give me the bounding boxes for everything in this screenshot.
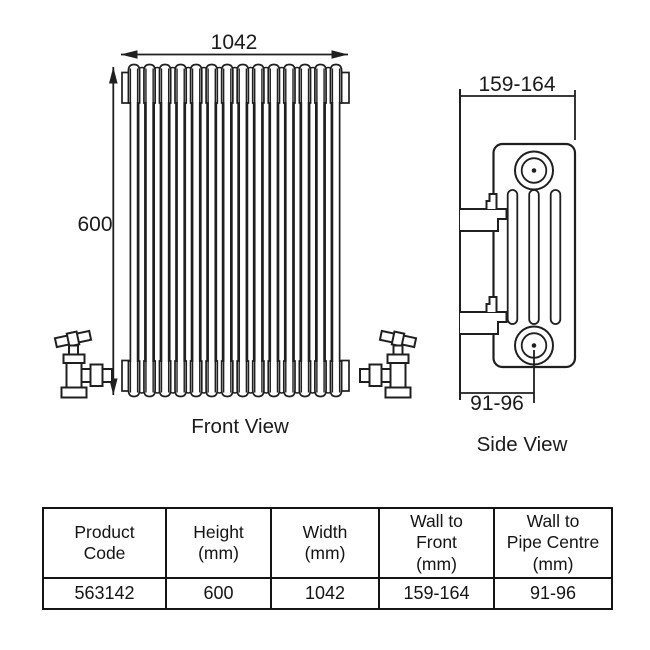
radiator-front-body xyxy=(121,63,350,398)
end-cap xyxy=(340,359,350,392)
back-tube xyxy=(293,66,302,394)
radiator-section xyxy=(174,63,188,398)
side-column-slots xyxy=(506,189,562,325)
radiator-section xyxy=(314,63,327,398)
height-dimension: 600 xyxy=(77,67,118,395)
width-dimension: 1042 xyxy=(121,31,348,59)
section-collar-lines xyxy=(129,68,139,393)
bracket-arm xyxy=(460,311,508,335)
valve-right-foot xyxy=(384,386,412,399)
radiator-section xyxy=(236,63,250,398)
end-cap xyxy=(340,71,350,104)
side-column-slot xyxy=(528,189,540,325)
width-dimension-label: 1042 xyxy=(211,31,258,54)
valve-right-icon xyxy=(359,329,418,399)
arrowhead-left-icon xyxy=(121,50,138,59)
side-column-slot xyxy=(549,189,562,325)
radiator-section xyxy=(298,63,312,398)
depth-dimension-label: 159-164 xyxy=(478,73,555,96)
radiator-section xyxy=(143,63,156,398)
section-collar-lines xyxy=(238,68,248,393)
radiator-section xyxy=(220,63,234,398)
valve-right-outlet xyxy=(380,368,392,383)
valve-left-icon xyxy=(53,329,113,399)
arrowhead-right-icon xyxy=(331,50,348,59)
pipe-centre-label: 91-96 xyxy=(470,392,524,415)
back-tube xyxy=(168,66,177,394)
section-collar-lines xyxy=(145,68,154,393)
cell-width: 1042 xyxy=(270,577,380,610)
back-tube xyxy=(153,66,162,394)
bracket-hook xyxy=(485,193,498,209)
back-tube xyxy=(262,66,270,394)
valve-right-handle xyxy=(378,329,418,349)
section-collar-lines xyxy=(300,68,310,393)
back-tube xyxy=(215,66,224,394)
valve-right-pipe xyxy=(359,368,371,383)
depth-dimension: 159-164 xyxy=(460,73,576,140)
valve-left-handle xyxy=(53,329,93,349)
section-collar-lines xyxy=(176,68,185,393)
valve-right-nut xyxy=(368,363,383,387)
section-collar-lines xyxy=(222,68,232,393)
side-view-caption: Side View xyxy=(477,433,568,456)
radiator-section xyxy=(251,63,265,398)
valve-left-body xyxy=(65,362,83,389)
back-tube xyxy=(308,66,317,394)
radiator-section xyxy=(329,63,343,398)
radiator-section xyxy=(189,63,203,398)
back-tube xyxy=(324,66,333,394)
header-wall-to-front: Wall to Front (mm) xyxy=(378,507,495,579)
front-view-caption: Front View xyxy=(191,415,289,438)
spec-table-grid: Product Code Height (mm) Width (mm) Wall… xyxy=(42,507,613,610)
valve-left-foot xyxy=(60,386,88,399)
wall-brackets xyxy=(460,193,508,335)
section-collar-lines xyxy=(191,68,201,393)
front-view-drawing: 1042 600 xyxy=(53,31,418,438)
valve-right-flange xyxy=(386,353,410,364)
back-tube xyxy=(200,66,208,394)
valve-left-nut xyxy=(89,363,104,387)
side-view-drawing: 159-164 91-96 Side View xyxy=(459,73,577,456)
header-height: Height (mm) xyxy=(165,507,272,579)
section-collar-lines xyxy=(254,68,263,393)
cell-wall-to-front: 159-164 xyxy=(378,577,495,610)
back-tube xyxy=(246,66,255,394)
bracket-arm xyxy=(460,208,508,232)
radiator-section xyxy=(282,63,296,398)
radiator-section xyxy=(158,63,172,398)
back-tube xyxy=(184,66,193,394)
header-wall-to-pipe-centre: Wall to Pipe Centre (mm) xyxy=(493,507,613,579)
radiator-section xyxy=(267,63,281,398)
section-collar-lines xyxy=(207,68,216,393)
side-column-slot xyxy=(506,189,519,325)
arrowhead-up-icon xyxy=(109,67,118,84)
cell-height: 600 xyxy=(165,577,272,610)
back-tube xyxy=(231,66,239,394)
section-collar-lines xyxy=(316,68,325,393)
radiator-section xyxy=(205,63,219,398)
header-product-code: Product Code xyxy=(42,507,167,579)
pipe-centre-dimension: 91-96 xyxy=(460,350,535,415)
header-width: Width (mm) xyxy=(270,507,380,579)
radiator-section xyxy=(127,63,141,398)
section-collar-lines xyxy=(331,68,341,393)
section-collar-lines xyxy=(160,68,170,393)
back-tube xyxy=(137,66,146,394)
valve-right-body xyxy=(389,362,407,389)
spec-table-header-row: Product Code Height (mm) Width (mm) Wall… xyxy=(42,507,613,579)
cell-product-code: 563142 xyxy=(42,577,167,610)
section-collar-lines xyxy=(285,68,294,393)
section-collar-lines xyxy=(269,68,279,393)
cell-wall-to-pipe-centre: 91-96 xyxy=(493,577,613,610)
height-dimension-label: 600 xyxy=(77,213,112,236)
bracket-hook xyxy=(485,296,498,312)
table-row: 563142 600 1042 159-164 91-96 xyxy=(42,577,613,610)
back-tube xyxy=(277,66,286,394)
valve-left-flange xyxy=(62,353,86,364)
valve-left-pipe xyxy=(101,368,113,383)
spec-table: Product Code Height (mm) Width (mm) Wall… xyxy=(42,507,613,610)
